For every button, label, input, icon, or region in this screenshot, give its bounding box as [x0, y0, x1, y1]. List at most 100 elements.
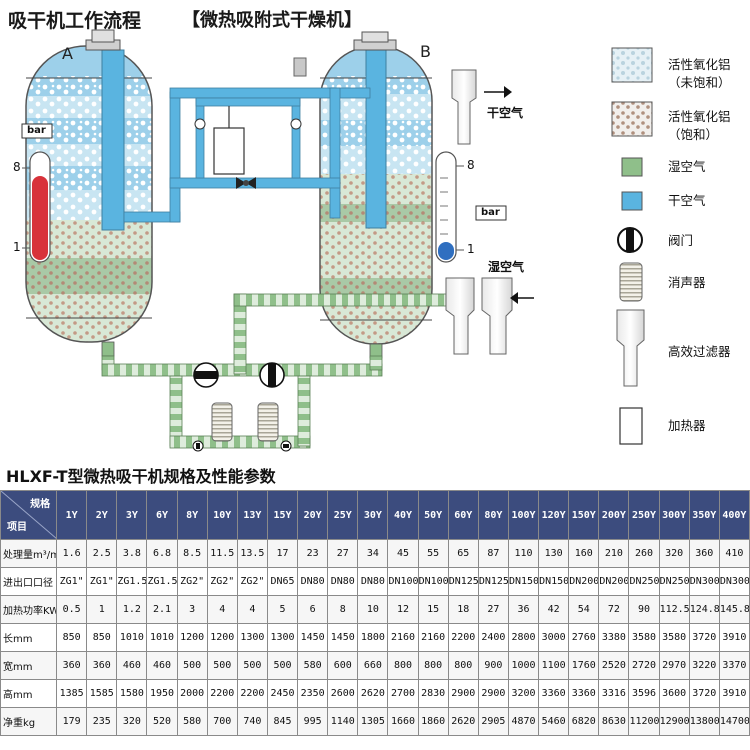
spec-cell: 11.5	[206, 539, 238, 568]
spec-cell: 235	[86, 707, 118, 736]
valve-right-icon	[259, 362, 285, 388]
spec-cell: 2600	[327, 679, 359, 708]
spec-cell: 580	[297, 651, 329, 680]
spec-column-header: 3Y	[116, 490, 148, 540]
spec-column-header: 6Y	[146, 490, 178, 540]
spec-cell: 179	[56, 707, 88, 736]
spec-cell: 410	[718, 539, 750, 568]
pressure-gauge-right	[435, 151, 464, 263]
spec-cell: 3360	[568, 679, 600, 708]
spec-cell: 1.6	[56, 539, 88, 568]
spec-cell: 18	[447, 595, 479, 624]
spec-cell: 3380	[598, 623, 630, 652]
spec-column-header: 40Y	[387, 490, 419, 540]
spec-cell: 360	[688, 539, 720, 568]
spec-cell: 1585	[86, 679, 118, 708]
spec-cell: 2900	[447, 679, 479, 708]
legend-swatches	[611, 47, 653, 445]
spec-cell: 3720	[688, 623, 720, 652]
spec-cell: 600	[327, 651, 359, 680]
table-row: 处理量m³/min1.62.53.86.88.511.513.517232734…	[0, 539, 750, 568]
spec-cell: 27	[327, 539, 359, 568]
spec-cell: 42	[538, 595, 570, 624]
spec-cell: 3316	[598, 679, 630, 708]
spec-row-label: 处理量m³/min	[0, 539, 58, 568]
spec-cell: 1800	[357, 623, 389, 652]
spec-cell: 1305	[357, 707, 389, 736]
spec-cell: 850	[86, 623, 118, 652]
spec-cell: 17	[266, 539, 299, 568]
spec-cell: DN200	[568, 567, 600, 596]
spec-cell: 800	[417, 651, 449, 680]
tank-b-label: B	[420, 42, 431, 61]
spec-cell: 3596	[628, 679, 660, 708]
spec-cell: 3370	[718, 651, 750, 680]
spec-cell: 320	[658, 539, 690, 568]
spec-cell: 1950	[146, 679, 178, 708]
spec-cell: 2760	[568, 623, 600, 652]
pressure-gauge-left	[22, 151, 51, 263]
spec-cell: 320	[116, 707, 148, 736]
spec-cell: 800	[387, 651, 419, 680]
spec-column-header: 120Y	[538, 490, 570, 540]
spec-cell: 2720	[628, 651, 660, 680]
spec-column-header: 150Y	[568, 490, 600, 540]
wet-air-pipes	[101, 293, 455, 449]
spec-cell: 900	[477, 651, 509, 680]
spec-cell: 1200	[176, 623, 208, 652]
spec-cell: 2450	[266, 679, 299, 708]
spec-row-label: 进出口口径	[0, 567, 58, 596]
spec-cell: 800	[447, 651, 479, 680]
spec-cell: DN80	[327, 567, 359, 596]
spec-cell: DN300	[688, 567, 720, 596]
spec-row-label: 高mm	[0, 679, 58, 708]
spec-cell: DN200	[598, 567, 630, 596]
spec-cell: 500	[206, 651, 238, 680]
spec-cell: 1200	[206, 623, 238, 652]
muffler-right-icon	[257, 402, 292, 452]
dry-air-pipes	[123, 87, 371, 223]
spec-cell: 2700	[387, 679, 419, 708]
spec-cell: 1760	[568, 651, 600, 680]
spec-row-label: 宽mm	[0, 651, 58, 680]
spec-column-header: 10Y	[206, 490, 238, 540]
spec-cell: 2800	[507, 623, 540, 652]
spec-table-title: HLXF-T型微热吸干机规格及性能参数	[6, 467, 276, 486]
page-title: 吸干机工作流程	[8, 10, 142, 32]
spec-column-header: 200Y	[598, 490, 630, 540]
spec-cell: DN65	[266, 567, 299, 596]
spec-cell: ZG2"	[176, 567, 208, 596]
spec-row-label: 加热功率KW	[0, 595, 58, 624]
spec-cell: 2620	[357, 679, 389, 708]
spec-cell: 0.5	[56, 595, 88, 624]
spec-cell: 2520	[598, 651, 630, 680]
spec-cell: 360	[56, 651, 88, 680]
spec-cell: 6.8	[146, 539, 178, 568]
spec-column-header: 60Y	[447, 490, 479, 540]
spec-cell: 995	[297, 707, 329, 736]
spec-cell: 36	[507, 595, 540, 624]
process-diagram	[21, 29, 653, 452]
spec-cell: 580	[176, 707, 208, 736]
spec-cell: 3910	[718, 679, 750, 708]
spec-cell: 3000	[538, 623, 570, 652]
spec-row-label: 长mm	[0, 623, 58, 652]
spec-column-header: 15Y	[266, 490, 299, 540]
spec-cell: 11200	[628, 707, 660, 736]
spec-cell: ZG1"	[86, 567, 118, 596]
spec-cell: 2160	[387, 623, 419, 652]
spec-cell: 145.8	[718, 595, 750, 624]
spec-cell: 87	[477, 539, 509, 568]
spec-cell: 360	[86, 651, 118, 680]
spec-cell: 260	[628, 539, 660, 568]
spec-cell: 660	[357, 651, 389, 680]
spec-cell: 2.1	[146, 595, 178, 624]
spec-cell: 2900	[477, 679, 509, 708]
wet-air-in-label: 湿空气	[488, 260, 525, 274]
spec-cell: 500	[236, 651, 268, 680]
spec-cell: 5460	[538, 707, 570, 736]
spec-cell: DN125	[447, 567, 479, 596]
